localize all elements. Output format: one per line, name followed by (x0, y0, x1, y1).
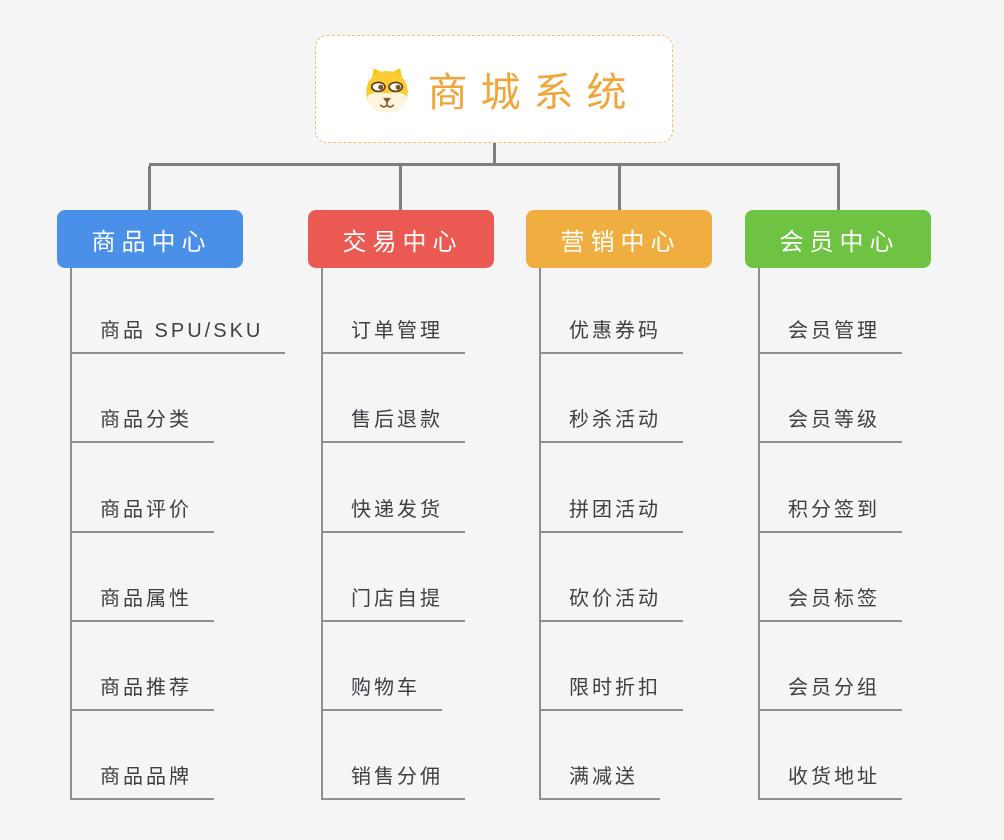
leaf-node[interactable]: 销售分佣 (321, 754, 465, 800)
leaf-node[interactable]: 商品属性 (70, 576, 214, 622)
branch-column-member: 会员中心 会员管理 会员等级 积分签到 会员标签 会员分组 收货地址 (745, 210, 995, 802)
leaf-node[interactable]: 商品分类 (70, 397, 214, 443)
branch-node-marketing-center[interactable]: 营销中心 (526, 210, 712, 268)
leaf-node[interactable]: 快递发货 (321, 487, 465, 533)
leaf-node[interactable]: 会员分组 (758, 665, 902, 711)
branch-leaves: 商品 SPU/SKU 商品分类 商品评价 商品属性 商品推荐 商品品牌 (57, 268, 307, 802)
leaf-node[interactable]: 收货地址 (758, 754, 902, 800)
branch-node-trade-center[interactable]: 交易中心 (308, 210, 494, 268)
leaf-node[interactable]: 订单管理 (321, 308, 465, 354)
leaf-node[interactable]: 积分签到 (758, 487, 902, 533)
leaf-node[interactable]: 会员等级 (758, 397, 902, 443)
leaf-node[interactable]: 砍价活动 (539, 576, 683, 622)
leaf-node[interactable]: 满减送 (539, 754, 660, 800)
branch-node-member-center[interactable]: 会员中心 (745, 210, 931, 268)
root-title: 商城系统 (427, 71, 640, 115)
branch-column-trade: 交易中心 订单管理 售后退款 快递发货 门店自提 购物车 销售分佣 (308, 210, 558, 802)
connector-drop (148, 166, 151, 210)
leaf-node[interactable]: 限时折扣 (539, 665, 683, 711)
leaf-node[interactable]: 会员管理 (758, 308, 902, 354)
leaf-node[interactable]: 商品品牌 (70, 754, 214, 800)
leaf-node[interactable]: 售后退款 (321, 397, 465, 443)
branch-leaves: 订单管理 售后退款 快递发货 门店自提 购物车 销售分佣 (308, 268, 558, 802)
branch-column-marketing: 营销中心 优惠券码 秒杀活动 拼团活动 砍价活动 限时折扣 满减送 (526, 210, 776, 802)
connector-root-stem (493, 143, 496, 166)
branch-node-product-center[interactable]: 商品中心 (57, 210, 243, 268)
leaf-node[interactable]: 秒杀活动 (539, 397, 683, 443)
connector-drop (399, 166, 402, 210)
root-node[interactable]: 商城系统 (315, 35, 673, 143)
branch-leaves: 优惠券码 秒杀活动 拼团活动 砍价活动 限时折扣 满减送 (526, 268, 776, 802)
branch-leaves: 会员管理 会员等级 积分签到 会员标签 会员分组 收货地址 (745, 268, 995, 802)
leaf-node[interactable]: 商品评价 (70, 487, 214, 533)
leaf-node[interactable]: 会员标签 (758, 576, 902, 622)
leaf-node[interactable]: 商品 SPU/SKU (70, 308, 286, 354)
leaf-node[interactable]: 优惠券码 (539, 308, 683, 354)
dog-face-icon (362, 64, 412, 114)
leaf-node[interactable]: 购物车 (321, 665, 442, 711)
connector-horizontal-bus (149, 163, 840, 166)
leaf-node[interactable]: 拼团活动 (539, 487, 683, 533)
connector-drop (618, 166, 621, 210)
branch-column-product: 商品中心 商品 SPU/SKU 商品分类 商品评价 商品属性 商品推荐 商品品牌 (57, 210, 307, 802)
leaf-node[interactable]: 门店自提 (321, 576, 465, 622)
connector-drop (837, 166, 840, 210)
leaf-node[interactable]: 商品推荐 (70, 665, 214, 711)
